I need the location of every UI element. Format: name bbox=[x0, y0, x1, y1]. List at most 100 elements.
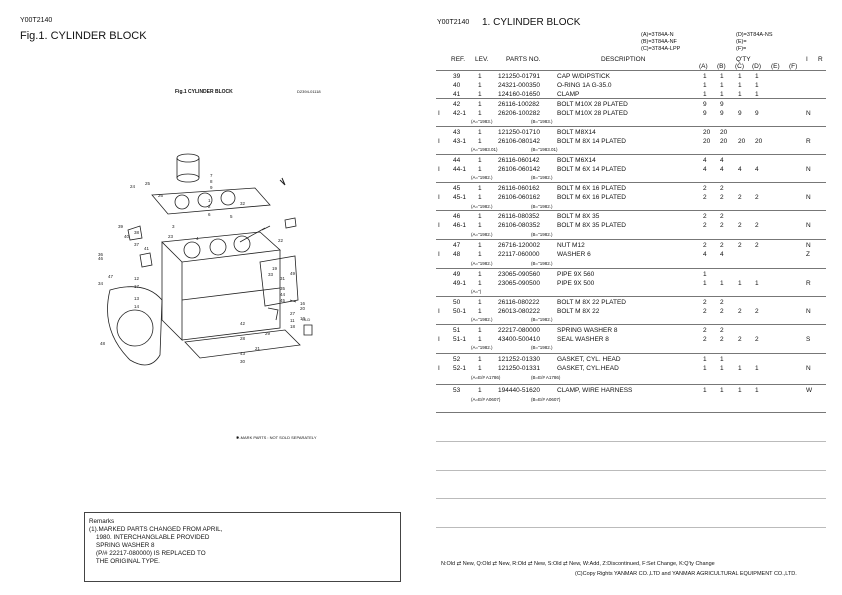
cell-d: 2 bbox=[755, 194, 759, 201]
cell-desc: CAP W/DIPSTICK bbox=[557, 73, 610, 80]
col-header-d: (D) bbox=[752, 63, 762, 70]
cell-d: 1 bbox=[755, 280, 759, 287]
diagram-callout-label: 3 bbox=[172, 224, 175, 229]
diagram-callout-label: 21 bbox=[255, 346, 261, 351]
cell-pn: 26716-120002 bbox=[498, 242, 540, 249]
diagram-callout-label: 46 bbox=[98, 256, 104, 261]
cell-desc: PIPE 9X 500 bbox=[557, 280, 595, 287]
cell-lev: 1 bbox=[478, 82, 482, 89]
cell-c: 1 bbox=[738, 387, 742, 394]
cell-pn: 26106-080142 bbox=[498, 138, 540, 145]
cell-b: 1 bbox=[720, 365, 724, 372]
legend-f: (F)= bbox=[736, 46, 747, 52]
diagram-callout-label: 23 bbox=[168, 234, 174, 239]
blank-row-line bbox=[436, 527, 826, 528]
cell-desc: CLAMP bbox=[557, 91, 580, 98]
cell-pn: 26116-080352 bbox=[498, 213, 540, 220]
cell-desc: NUT M12 bbox=[557, 242, 585, 249]
row-subnote-a: (A=E/# A0607) bbox=[471, 397, 501, 402]
cell-desc: GASKET, CYL. HEAD bbox=[557, 356, 621, 363]
cell-ref: 52 bbox=[453, 356, 461, 363]
cell-lev: 1 bbox=[478, 280, 482, 287]
col-header-e: (E) bbox=[771, 63, 780, 70]
row-subnote-a: (A="1982.) bbox=[471, 204, 493, 209]
diagram-callout-label: 35 bbox=[280, 286, 286, 291]
cell-ref: 42-1 bbox=[453, 110, 467, 117]
row-separator bbox=[436, 210, 826, 211]
cell-b: 1 bbox=[720, 280, 724, 287]
diagram-callout-label: 16 bbox=[300, 301, 306, 306]
row-subnote-a: (A="1982.) bbox=[471, 261, 493, 266]
diagram-callout-label: 6 bbox=[208, 212, 211, 217]
cell-pn: 43400-500410 bbox=[498, 336, 540, 343]
cell-lev: 1 bbox=[478, 185, 482, 192]
diagram-callout-label: 20 bbox=[300, 306, 306, 311]
cell-lev: 1 bbox=[478, 356, 482, 363]
cell-desc: O-RING 1A G-35.0 bbox=[557, 82, 612, 89]
cell-r: N bbox=[806, 110, 811, 117]
cell-pn: 23065-090560 bbox=[498, 271, 540, 278]
cell-a: 1 bbox=[703, 271, 707, 278]
legend-a: (A)=3T84A-N bbox=[641, 32, 674, 38]
cell-b: 1 bbox=[720, 356, 724, 363]
cell-lev: 1 bbox=[478, 91, 482, 98]
cell-ref: 49-1 bbox=[453, 280, 467, 287]
cell-lev: 1 bbox=[478, 242, 482, 249]
cell-pn: 23065-090500 bbox=[498, 280, 540, 287]
col-header-r: R bbox=[818, 56, 823, 63]
diagram-callout-label: 12 bbox=[134, 276, 140, 281]
diagram-callout-label: 17 bbox=[134, 284, 140, 289]
remarks-line-2: 1980. INTERCHANGLABLE PROVIDED bbox=[89, 534, 210, 541]
cell-lev: 1 bbox=[478, 194, 482, 201]
figure-code: D2394-01118 bbox=[297, 89, 321, 94]
diagram-callout-label: 13 bbox=[134, 296, 140, 301]
legend-e: (E)= bbox=[736, 39, 747, 45]
diagram-callout-label: 48 bbox=[100, 341, 106, 346]
cell-desc: BOLT M 8X 22 bbox=[557, 308, 600, 315]
row-separator bbox=[436, 296, 826, 297]
diagram-callout-label: 22 bbox=[278, 238, 284, 243]
cell-ref: 47 bbox=[453, 242, 461, 249]
cell-d: 1 bbox=[755, 365, 759, 372]
cell-pn: 121250-01710 bbox=[498, 129, 540, 136]
cell-r: N bbox=[806, 242, 811, 249]
legend-d: (D)=3T84A-NS bbox=[736, 32, 773, 38]
row-separator bbox=[436, 98, 826, 99]
cell-b: 4 bbox=[720, 251, 724, 258]
row-subnote-a: (A=") bbox=[471, 289, 482, 294]
diagram-callout-label: 9 bbox=[210, 185, 213, 190]
row-separator bbox=[436, 154, 826, 155]
row-subnote-a: (A="1983.01) bbox=[471, 147, 498, 152]
cell-pn: 26206-100282 bbox=[498, 110, 540, 117]
diagram-callout-label: 43 bbox=[240, 351, 246, 356]
cell-desc: BOLT M 8X 22 PLATED bbox=[557, 299, 626, 306]
row-subnote-a: (A="1982.) bbox=[471, 317, 493, 322]
cell-a: 2 bbox=[703, 327, 707, 334]
cell-r: N bbox=[806, 365, 811, 372]
cell-a: 1 bbox=[703, 387, 707, 394]
cell-b: 2 bbox=[720, 185, 724, 192]
left-page-title: Fig.1. CYLINDER BLOCK bbox=[20, 30, 147, 42]
cell-a: 9 bbox=[703, 110, 707, 117]
right-page-code: Y00T2140 bbox=[437, 19, 470, 26]
cell-pn: 26116-060142 bbox=[498, 157, 540, 164]
cell-pn: 26116-080222 bbox=[498, 299, 540, 306]
cell-lev: 1 bbox=[478, 336, 482, 343]
diagram-callout-label: 47 bbox=[108, 274, 114, 279]
col-header-lev: LEV. bbox=[475, 56, 489, 63]
cell-b: 2 bbox=[720, 222, 724, 229]
cell-desc: SEAL WASHER 8 bbox=[557, 336, 609, 343]
cell-lev: 1 bbox=[478, 213, 482, 220]
cell-b: 2 bbox=[720, 242, 724, 249]
diagram-callout-label: 30 bbox=[240, 359, 246, 364]
cell-b: 2 bbox=[720, 213, 724, 220]
